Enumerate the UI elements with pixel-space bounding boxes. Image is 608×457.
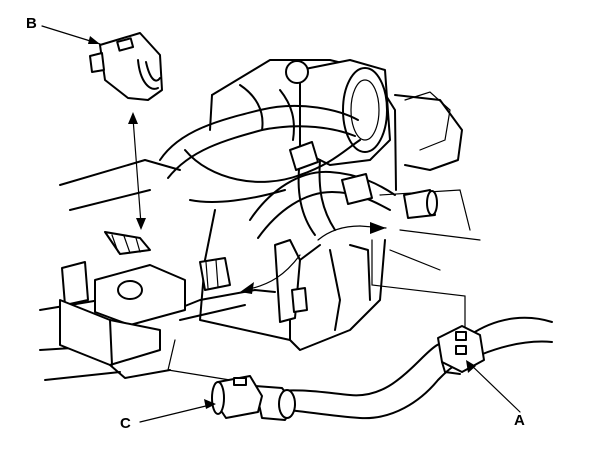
connector-c [211,375,263,419]
air-canister [285,59,391,166]
reference-lines [167,239,466,381]
vacuum-hose [254,316,553,421]
bracket-assembly [59,231,231,379]
install-direction-arrow [128,112,146,230]
leader-a-arrow [466,360,476,373]
connector-a [437,325,485,375]
clip-b [89,32,163,101]
leader-b-arrow [88,36,100,44]
callout-label-c: C [120,415,131,432]
leader-c-arrow [204,399,216,409]
callout-label-a: A [514,412,525,429]
upper-hose-bundle [159,84,438,239]
routing-arrows [240,222,387,294]
callout-label-b: B [26,15,37,32]
leader-a [467,361,521,413]
leader-c [139,403,215,423]
